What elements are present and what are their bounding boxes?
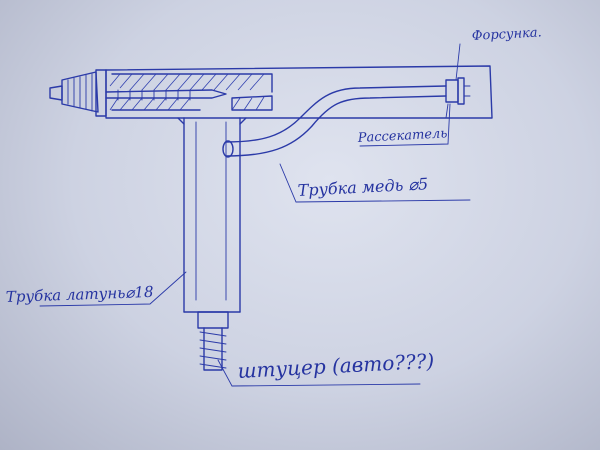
leader-fitting [217,359,421,387]
nozzle-label: Форсунка. [471,25,542,44]
leader-nozzle [455,43,461,81]
diffuser-label: Рассекатель [356,126,447,146]
fitting [197,311,229,371]
copper-tube [222,85,447,158]
leader-copper [279,163,471,203]
leader-diffuser [359,103,451,147]
leader-brass [39,271,187,307]
fitting-label: штуцер (авто???) [237,349,435,383]
valve-knob [49,69,107,117]
copper-tube-label: Трубка медь ⌀5 [297,174,428,200]
horizontal-body [105,65,493,119]
brass-tube [177,117,247,313]
nozzle-assembly [445,77,471,119]
brass-tube-label: Трубка латунь⌀18 [6,283,154,306]
